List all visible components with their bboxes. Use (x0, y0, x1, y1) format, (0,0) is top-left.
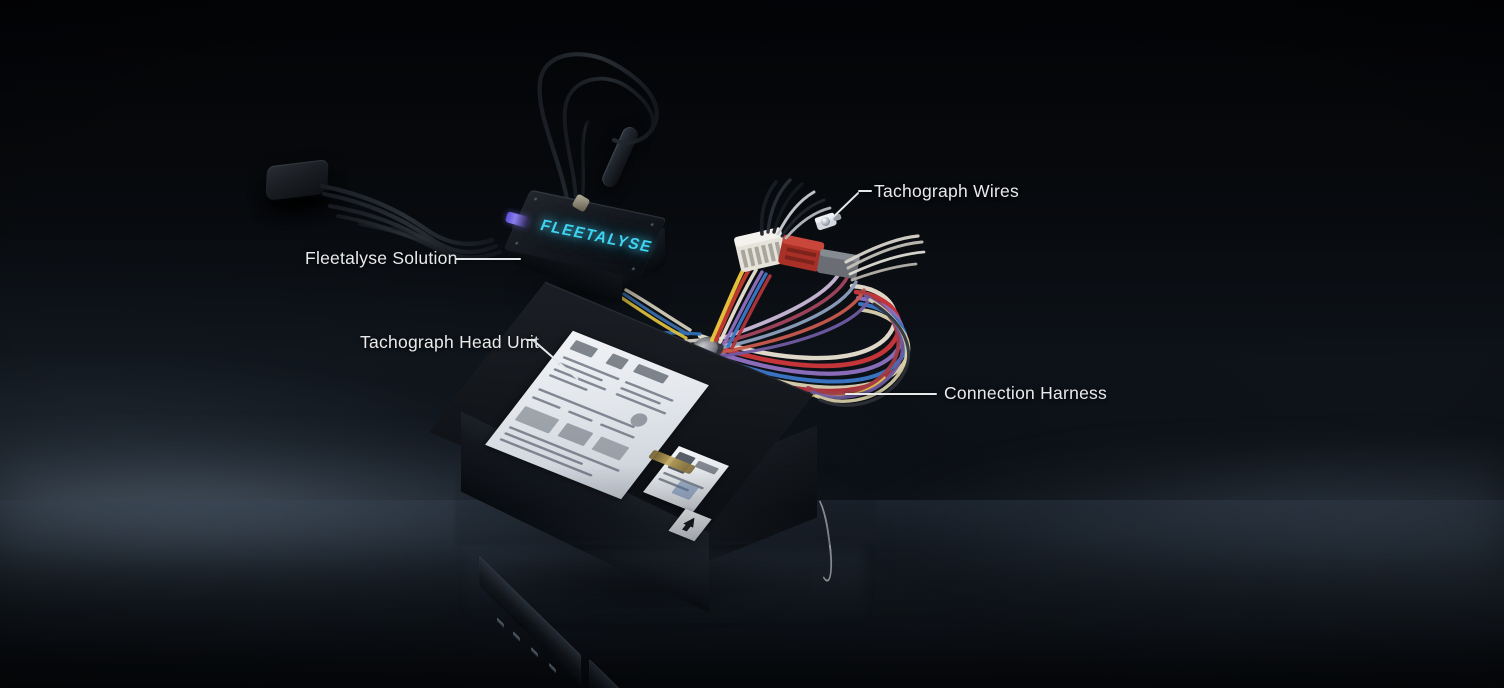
callout-leader-tachograph-wires-tail (858, 190, 872, 192)
callout-leader-tachograph-head-unit-tail (526, 339, 536, 341)
telematics-box: FLEETALYSE (503, 189, 671, 306)
callout-label-tachograph-head-unit: Tachograph Head Unit (360, 332, 540, 352)
tachograph-reflection (455, 452, 875, 545)
callout-leader-fleetalyse-solution (455, 258, 521, 260)
callout-label-connection-harness: Connection Harness (944, 383, 1108, 403)
callout-leader-connection-harness (845, 393, 937, 395)
callout-label-fleetalyse-solution: Fleetalyse Solution (305, 248, 458, 268)
callout-anchor-tachograph-wires (821, 217, 830, 226)
callout-label-tachograph-wires: Tachograph Wires (874, 181, 1020, 201)
tachograph-reflection-glow (468, 548, 864, 644)
